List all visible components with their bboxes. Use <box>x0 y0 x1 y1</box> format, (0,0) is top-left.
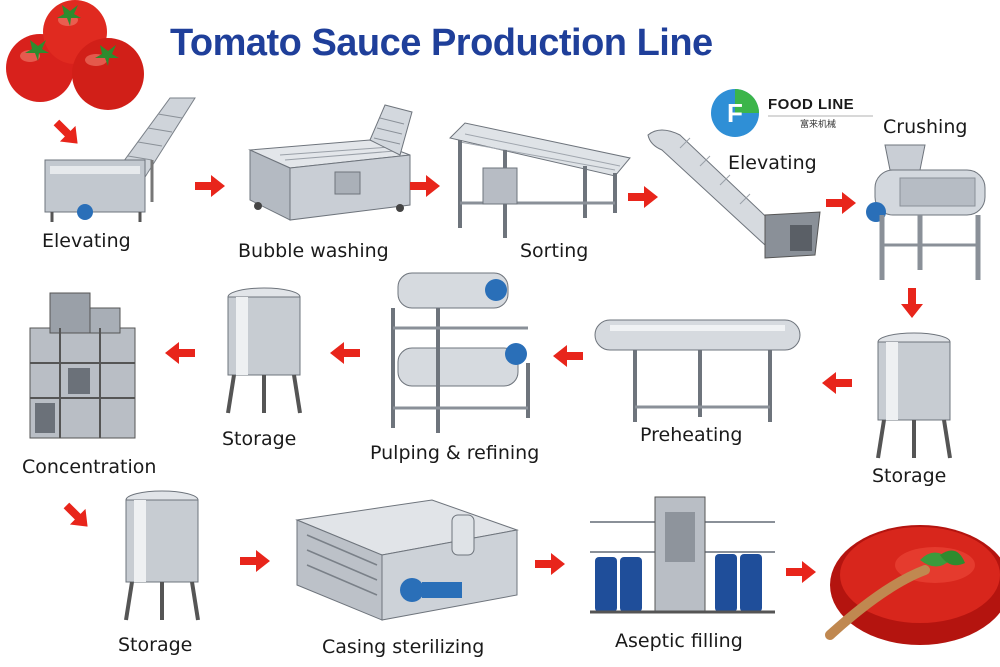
arrow-right-icon <box>786 561 816 583</box>
screw-elevator-icon <box>647 129 821 259</box>
arrow-right-icon <box>628 186 658 208</box>
arrow-right-icon <box>240 550 270 572</box>
arrow-left-icon <box>553 345 583 367</box>
arrow-right-icon <box>410 175 440 197</box>
arrow-right-icon <box>535 553 565 575</box>
step-label-crushing: Crushing <box>883 116 968 138</box>
arrow-down-right-icon <box>63 502 88 527</box>
belt-elevator-icon <box>44 97 196 222</box>
step-label-storage-2: Storage <box>222 428 297 450</box>
logo-subtitle: 富来机械 <box>800 120 837 130</box>
washing-machine-icon <box>248 104 413 221</box>
arrow-left-icon <box>330 342 360 364</box>
evaporator-icon <box>29 292 136 439</box>
step-label-elevating-2: Elevating <box>728 152 817 174</box>
food-line-logo: F <box>711 89 873 137</box>
crusher-icon <box>866 144 986 280</box>
step-label-elevating-1: Elevating <box>42 230 131 252</box>
aseptic-filler-icon <box>590 496 775 614</box>
arrow-right-icon <box>826 192 856 214</box>
step-label-casing-sterilizing: Casing sterilizing <box>322 636 485 658</box>
arrow-left-icon <box>165 342 195 364</box>
logo-name: FOOD LINE <box>768 96 855 113</box>
storage-tank-icon <box>124 490 200 621</box>
tomatoes-icon <box>6 0 144 110</box>
arrow-down-icon <box>901 288 923 318</box>
step-label-storage-3: Storage <box>118 634 193 656</box>
arrow-left-icon <box>822 372 852 394</box>
arrow-right-icon <box>53 119 78 144</box>
step-label-bubble-washing: Bubble washing <box>238 240 389 262</box>
svg-text:F: F <box>727 98 743 128</box>
tomato-sauce-bowl-icon <box>825 525 1000 645</box>
storage-tank-icon <box>226 287 302 414</box>
step-label-aseptic-filling: Aseptic filling <box>615 630 743 652</box>
page-title: Tomato Sauce Production Line <box>170 22 713 64</box>
pulper-icon <box>391 272 530 433</box>
step-label-sorting: Sorting <box>520 240 589 262</box>
step-label-preheating: Preheating <box>640 424 743 446</box>
step-label-storage-1: Storage <box>872 465 947 487</box>
sorting-table-icon <box>449 122 631 238</box>
tube-preheater-icon <box>594 319 801 422</box>
step-label-concentration: Concentration <box>22 456 157 478</box>
storage-tank-icon <box>876 332 952 459</box>
sterilizer-icon <box>295 499 519 621</box>
step-label-pulping-refining: Pulping & refining <box>370 442 540 464</box>
arrow-right-icon <box>195 175 225 197</box>
